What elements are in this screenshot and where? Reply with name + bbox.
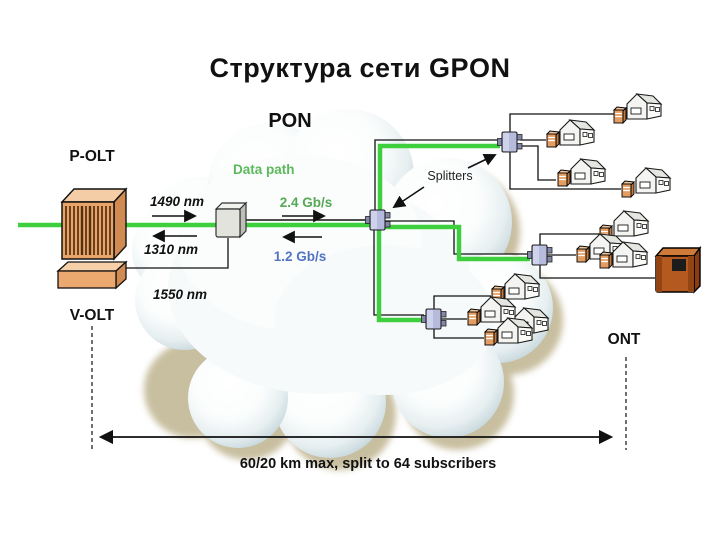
- branch-top-black: [374, 139, 500, 220]
- ont-terminal-trim-left: [656, 256, 662, 292]
- branch-bottom-green: [376, 226, 424, 323]
- house-icon: [626, 93, 662, 120]
- right-splitter-drops: [539, 233, 655, 279]
- ont-box-icon: [467, 308, 481, 326]
- fiber-links: [18, 113, 655, 339]
- splitters-pointer-center: [392, 186, 425, 209]
- v-olt-front-face: [57, 270, 117, 289]
- top-splitter-drops: [509, 113, 621, 190]
- ont-terminal-device: [654, 245, 702, 294]
- wavelength-1310-label: 1310 nm: [144, 242, 198, 257]
- p-olt-device: [60, 187, 128, 261]
- ont-box-icon: [557, 169, 571, 187]
- v-olt-top-face: [56, 261, 128, 272]
- house-icon: [613, 210, 649, 237]
- branch-top-green: [377, 143, 500, 224]
- ont-box-icon: [484, 328, 498, 346]
- ont-label: ONT: [608, 331, 641, 348]
- branch-right-black: [382, 220, 530, 255]
- house-icon: [635, 167, 671, 194]
- ont-box-icon: [621, 180, 635, 198]
- p-olt-side-face: [113, 187, 127, 261]
- p-olt-label: P-OLT: [69, 148, 115, 165]
- branch-bottom-black: [373, 226, 424, 316]
- wavelength-1490-label: 1490 nm: [150, 194, 204, 209]
- splitters-label: Splitters: [427, 169, 472, 183]
- v-olt-device: [56, 260, 128, 290]
- ont-box-icon: [576, 245, 590, 263]
- ont-box-icon: [613, 106, 627, 124]
- annotation-arrows: [152, 153, 497, 244]
- bottom-splitter-drops: [433, 295, 491, 339]
- upstream-rate-label: 1.2 Gb/s: [274, 249, 327, 264]
- distance-footer-label: 60/20 km max, split to 64 subscribers: [240, 456, 496, 472]
- ont-box-icon: [546, 130, 560, 148]
- p-olt-vent-stripes: [65, 206, 111, 255]
- house-icon: [559, 119, 595, 146]
- v-olt-label: V-OLT: [70, 307, 115, 324]
- slide-title: Структура сети GPON: [210, 53, 511, 83]
- ont-terminal-top: [654, 247, 702, 257]
- downstream-rate-label: 2.4 Gb/s: [280, 195, 333, 210]
- coupler-to-volt-line: [126, 238, 229, 269]
- coupler-front-face: [215, 208, 241, 238]
- ont-terminal-trim-right: [688, 256, 694, 292]
- pon-label: PON: [268, 110, 311, 132]
- data-path-label: Data path: [233, 162, 295, 177]
- distance-measurement: [91, 326, 627, 452]
- splitters-pointer-top: [467, 153, 497, 169]
- subscriber-cluster-right: [576, 210, 649, 269]
- splitter-top-icon: [496, 131, 523, 153]
- ont-box-icon: [599, 251, 613, 269]
- cloud-lobes: [132, 109, 553, 458]
- ont-terminal-side: [693, 245, 701, 294]
- ont-terminal-panel: [672, 259, 686, 271]
- subscriber-cluster-top: [546, 93, 671, 198]
- wdm-coupler-device: [214, 201, 248, 239]
- wavelength-1550-label: 1550 nm: [153, 287, 207, 302]
- coupler-side-face: [239, 201, 247, 239]
- house-icon: [570, 158, 606, 185]
- branch-right-green: [382, 224, 530, 262]
